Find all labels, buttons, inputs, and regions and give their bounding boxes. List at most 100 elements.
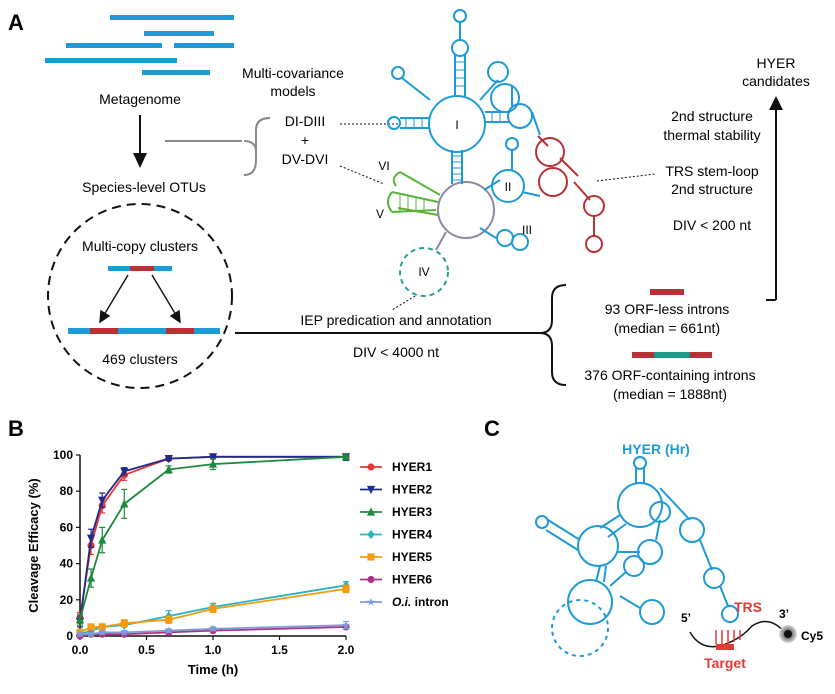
data-point xyxy=(164,464,173,474)
legend-label: O.i. intron xyxy=(392,595,449,609)
x-axis-label: Time (h) xyxy=(188,662,238,677)
hyer-hr-title: HYER (Hr) xyxy=(622,441,690,457)
x-tick-label: 0.0 xyxy=(72,643,89,657)
multicopy-label: Multi-copy clusters xyxy=(82,238,198,254)
series-line xyxy=(79,455,346,619)
orfcont-2: (median = 1888nt) xyxy=(613,386,727,402)
data-point xyxy=(120,619,128,627)
y-axis-label: Cleavage Efficacy (%) xyxy=(26,478,41,612)
y-tick-label: 100 xyxy=(53,448,73,462)
data-point xyxy=(164,455,173,464)
target-label: Target xyxy=(704,655,746,671)
data-point xyxy=(366,597,376,606)
models-label-1: Multi-covariance xyxy=(242,65,344,81)
target-strand xyxy=(689,620,787,650)
orfless-2: (median = 661nt) xyxy=(614,320,720,336)
metagenome-reads xyxy=(45,15,234,75)
species-otus-label: Species-level OTUs xyxy=(82,179,206,195)
data-point xyxy=(86,534,96,543)
data-point xyxy=(209,605,217,613)
orfcont-1: 376 ORF-containing introns xyxy=(584,367,755,383)
series-hyer3 xyxy=(75,452,351,626)
data-point xyxy=(342,585,350,593)
split-brace xyxy=(539,284,567,386)
legend-label: HYER4 xyxy=(392,528,432,542)
trs-label: TRS xyxy=(734,599,762,615)
legend-item: HYER3 xyxy=(360,505,432,519)
down-arrow-icon xyxy=(133,115,147,168)
clusters-count: 469 clusters xyxy=(102,351,177,367)
cluster-circle xyxy=(47,203,233,389)
cy5-dye-core xyxy=(784,630,792,638)
y-tick-label: 0 xyxy=(66,629,73,643)
data-point xyxy=(86,629,96,638)
up-arrow-icon xyxy=(766,96,783,301)
data-point xyxy=(75,615,85,624)
data-point xyxy=(86,573,96,582)
orfless-1: 93 ORF-less introns xyxy=(605,301,729,317)
data-point xyxy=(98,628,107,636)
data-point xyxy=(164,626,173,635)
data-point xyxy=(98,623,106,631)
data-point xyxy=(98,496,107,505)
x-tick-label: 1.5 xyxy=(271,643,288,657)
x-tick-label: 2.0 xyxy=(338,643,355,657)
cluster-arrows xyxy=(99,274,181,324)
cy5-label: Cy5 xyxy=(801,629,823,643)
di-diii-label: DI-DIII xyxy=(285,113,325,129)
data-point xyxy=(208,624,218,633)
data-point xyxy=(75,629,85,638)
single-copy-bar xyxy=(108,266,172,271)
domain-iii: III xyxy=(522,223,532,237)
legend-item: HYER2 xyxy=(360,483,432,497)
div-200-label: DIV < 200 nt xyxy=(673,217,751,233)
legend-item: HYER6 xyxy=(360,573,432,587)
orfless-bar xyxy=(650,289,684,295)
legend-label: HYER2 xyxy=(392,483,432,497)
series-o-i-intron xyxy=(75,620,351,638)
panel-label-a: A xyxy=(8,10,24,35)
hyer-candidates-2: candidates xyxy=(742,73,810,89)
div-4000-label: DIV < 4000 nt xyxy=(353,344,439,360)
legend-label: HYER1 xyxy=(392,460,432,474)
data-point xyxy=(366,507,376,516)
x-tick-label: 0.5 xyxy=(138,643,155,657)
domain-i: I xyxy=(455,118,458,132)
dv-dvi-label: DV-DVI xyxy=(282,151,329,167)
data-point xyxy=(366,485,376,495)
domain-ii: II xyxy=(505,180,512,194)
intron-structure-a xyxy=(387,9,605,297)
series-hyer5 xyxy=(76,584,350,636)
legend-item: HYER4 xyxy=(360,528,432,542)
domain-v: V xyxy=(376,207,384,221)
legend-label: HYER6 xyxy=(392,573,432,587)
series-hyer1 xyxy=(76,453,350,624)
data-point xyxy=(208,453,218,462)
data-point xyxy=(98,535,107,544)
series-hyer2 xyxy=(75,453,351,628)
data-point xyxy=(341,620,351,629)
models-bracket xyxy=(165,117,271,176)
y-tick-label: 40 xyxy=(60,557,74,571)
legend-label: HYER3 xyxy=(392,505,432,519)
data-point xyxy=(341,452,351,461)
filter-thermal-1: 2nd structure xyxy=(671,108,753,124)
data-point xyxy=(367,529,375,540)
domain-iv: IV xyxy=(418,265,429,279)
filter-thermal-2: thermal stability xyxy=(663,127,760,143)
y-tick-label: 20 xyxy=(60,593,74,607)
y-tick-label: 60 xyxy=(60,520,74,534)
legend-item: O.i. intron xyxy=(360,595,449,609)
three-prime: 3’ xyxy=(779,607,789,621)
x-tick-label: 1.0 xyxy=(205,643,222,657)
data-point xyxy=(120,499,129,508)
hyer-candidates-1: HYER xyxy=(757,55,796,71)
trs-filter-1: TRS stem-loop xyxy=(665,163,759,179)
iep-label: IEP predication and annotation xyxy=(300,312,491,328)
data-point xyxy=(87,623,95,631)
dotted-leaders xyxy=(339,123,656,311)
data-point xyxy=(367,553,375,561)
data-point xyxy=(120,467,129,476)
